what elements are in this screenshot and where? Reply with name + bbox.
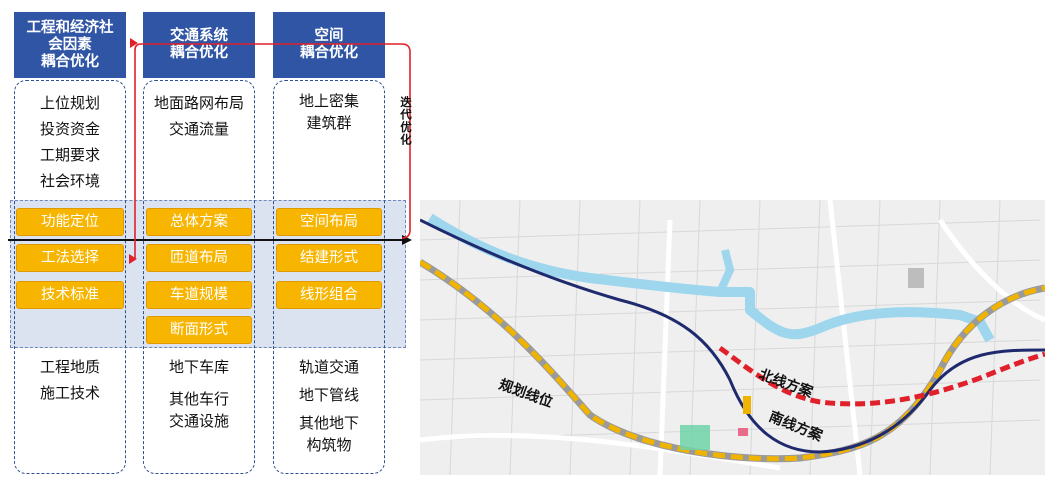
bottom-items-engineering: 工程地质 施工技术 (14, 354, 126, 406)
item: 投资资金 (39, 120, 100, 138)
chip-lane-scale: 车道规模 (146, 281, 252, 309)
column-engineering (14, 80, 126, 474)
column-traffic (143, 80, 255, 474)
chip-spatial-layout: 空间布局 (276, 208, 382, 236)
map-background (420, 200, 1045, 475)
item: 轨道交通 (298, 358, 359, 376)
item: 社会环境 (39, 172, 100, 190)
top-items-traffic: 地面路网布局 交通流量 (143, 90, 255, 142)
yellow-node (743, 396, 751, 414)
chip-ramp-layout: 匝道布局 (146, 244, 252, 272)
chip-technical-standard: 技术标准 (16, 281, 124, 309)
item: 地面路网布局 (153, 94, 244, 112)
item: 其他地下 (298, 414, 359, 432)
bottom-items-space: 轨道交通 地下管线 其他地下 构筑物 (273, 356, 385, 456)
pink-patch (738, 428, 748, 436)
item: 地下车库 (168, 358, 229, 376)
item: 地下管线 (298, 386, 359, 404)
item: 施工技术 (39, 384, 100, 402)
river-branch (716, 249, 735, 294)
item: 工程地质 (39, 358, 100, 376)
red-arrowhead-middle (129, 254, 137, 264)
item: 交通流量 (168, 120, 229, 138)
chip-joint-construction: 结建形式 (276, 244, 382, 272)
top-items-space: 地上密集 建筑群 (273, 90, 385, 134)
item: 构筑物 (306, 436, 352, 454)
chip-overall-scheme: 总体方案 (146, 208, 252, 236)
iteration-label: 迭代优化 (399, 96, 413, 146)
item: 地上密集 (298, 92, 359, 110)
map-canvas: 规划线位 北线方案 南线方案 (418, 199, 1046, 476)
south-scheme-line (419, 218, 1046, 454)
flow-arrows (8, 38, 412, 264)
item: 上位规划 (39, 94, 100, 112)
chip-section-form: 断面形式 (146, 316, 252, 344)
north-scheme-line (718, 345, 1046, 407)
top-items-engineering: 上位规划 投资资金 工期要求 社会环境 (14, 90, 126, 194)
chip-construction-method: 工法选择 (16, 244, 124, 272)
planned-alignment (418, 259, 1046, 462)
chip-function-positioning: 功能定位 (16, 208, 124, 236)
green-patch (680, 425, 710, 450)
river (427, 213, 995, 343)
flow-diagram: 工程和经济社 会因素 耦合优化 交通系统 耦合优化 空间 耦合优化 上位规划 投… (0, 0, 420, 489)
header-traffic: 交通系统 耦合优化 (143, 12, 255, 78)
header-engineering: 工程和经济社 会因素 耦合优化 (14, 12, 126, 78)
red-arrowhead-top (130, 38, 138, 48)
item: 建筑群 (306, 114, 352, 132)
iteration-loop-top (134, 43, 384, 258)
header-space: 空间 耦合优化 (273, 12, 385, 78)
chip-alignment-combination: 线形组合 (276, 281, 382, 309)
column-space (273, 80, 385, 474)
bottom-items-traffic: 地下车库 其他车行 交通设施 (143, 356, 255, 432)
station-icon (908, 268, 924, 288)
item: 工期要求 (39, 146, 100, 164)
item: 其他车行 (168, 390, 229, 408)
item: 交通设施 (168, 412, 229, 430)
iteration-loop (384, 43, 411, 239)
route-map: 规划线位 北线方案 南线方案 (418, 199, 1046, 476)
